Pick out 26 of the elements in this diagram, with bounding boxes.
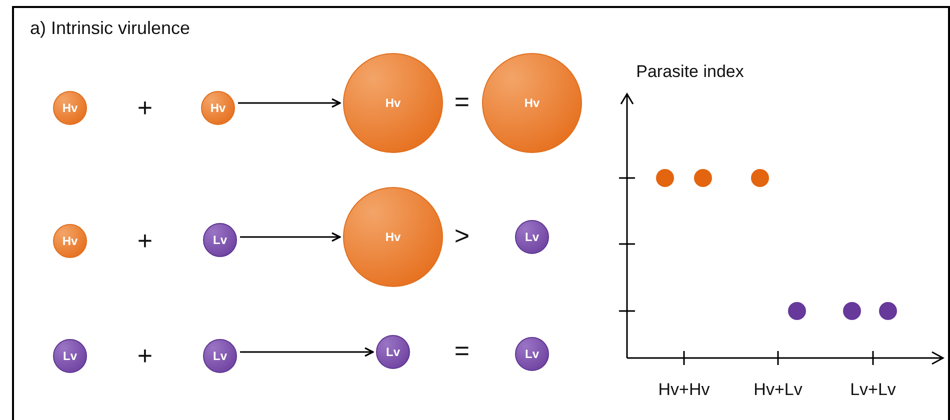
arrow bbox=[238, 98, 341, 108]
arrow bbox=[240, 347, 374, 357]
operator-sign: = bbox=[454, 336, 470, 366]
operator-sign: + bbox=[137, 92, 153, 124]
circle-label: Lv bbox=[212, 349, 227, 363]
operator-sign: + bbox=[137, 340, 153, 372]
category-label: Hv+Hv bbox=[658, 380, 710, 400]
operator-sign: > bbox=[454, 220, 470, 252]
operator-sign: + bbox=[137, 226, 153, 256]
circle-label: Hv bbox=[385, 96, 401, 110]
circle-label: Hv bbox=[524, 96, 540, 110]
axis-title: Parasite index bbox=[636, 62, 744, 82]
circle-label: Lv bbox=[386, 345, 400, 359]
circle-label: Hv bbox=[62, 234, 78, 248]
category-label: Hv+Lv bbox=[754, 380, 802, 400]
category-label: Lv+Lv bbox=[850, 380, 896, 400]
circle-label: Lv bbox=[524, 347, 539, 361]
circle-label: Hv bbox=[62, 101, 78, 115]
operator-sign: = bbox=[454, 86, 470, 118]
arrow bbox=[240, 232, 341, 242]
circle-label: Hv bbox=[385, 230, 401, 244]
circle-label: Hv bbox=[210, 101, 226, 115]
circle-label: Lv bbox=[524, 230, 539, 244]
circle-label: Lv bbox=[62, 349, 77, 363]
panel-title: a) Intrinsic virulence bbox=[30, 18, 190, 39]
circle-label: Lv bbox=[212, 233, 227, 247]
